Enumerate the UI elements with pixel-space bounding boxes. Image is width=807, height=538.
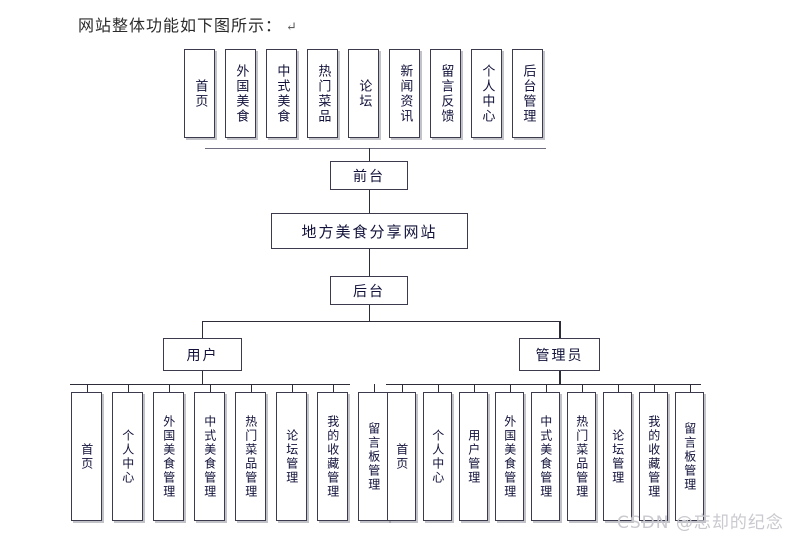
admin-item-connector-5 xyxy=(581,384,583,392)
admin-item-7[interactable]: 我的收藏管理 xyxy=(639,392,668,521)
connector-to-user xyxy=(202,321,203,338)
admin-item-connector-2 xyxy=(473,384,475,392)
frontend-item-8[interactable]: 后台管理 xyxy=(512,49,543,138)
frontend-item-6[interactable]: 留言反馈 xyxy=(430,49,461,138)
node-backend[interactable]: 后台 xyxy=(330,276,408,305)
node-user[interactable]: 用户 xyxy=(163,338,242,371)
frontend-item-2[interactable]: 中式美食 xyxy=(266,49,297,138)
admin-item-connector-3 xyxy=(509,384,511,392)
connector-root-to-backend xyxy=(369,249,370,276)
pilcrow-icon: ↵ xyxy=(286,20,298,35)
connector-backend-stem xyxy=(369,305,370,321)
admin-item-2[interactable]: 用户管理 xyxy=(459,392,488,521)
frontend-item-5[interactable]: 新闻资讯 xyxy=(389,49,420,138)
user-item-5[interactable]: 论坛管理 xyxy=(276,392,307,521)
csdn-watermark: CSDN @忘却的纪念 xyxy=(617,513,784,533)
admin-item-8[interactable]: 留言板管理 xyxy=(675,392,704,521)
user-item-connector-0 xyxy=(86,384,88,392)
user-bus-stem xyxy=(202,371,203,384)
frontend-item-0[interactable]: 首页 xyxy=(184,49,215,138)
user-item-connector-6 xyxy=(332,384,334,392)
user-item-1[interactable]: 个人中心 xyxy=(112,392,143,521)
frontend-item-3[interactable]: 热门菜品 xyxy=(307,49,338,138)
frontend-item-1[interactable]: 外国美食 xyxy=(225,49,256,138)
user-item-6[interactable]: 我的收藏管理 xyxy=(317,392,348,521)
admin-item-3[interactable]: 外国美食管理 xyxy=(495,392,524,521)
frontend-item-4[interactable]: 论坛 xyxy=(348,49,379,138)
admin-bus-stem xyxy=(559,371,561,384)
admin-item-0[interactable]: 首页 xyxy=(387,392,416,521)
admin-item-connector-8 xyxy=(689,384,691,392)
caption-text: 网站整体功能如下图所示： xyxy=(78,16,283,35)
frontend-bus-line xyxy=(205,148,546,149)
user-item-connector-4 xyxy=(250,384,252,392)
admin-item-1[interactable]: 个人中心 xyxy=(423,392,452,521)
connector-to-admin xyxy=(559,321,561,338)
user-item-3[interactable]: 中式美食管理 xyxy=(194,392,225,521)
admin-item-connector-7 xyxy=(653,384,655,392)
frontend-bus-to-qiantai xyxy=(369,148,370,162)
admin-item-connector-6 xyxy=(617,384,619,392)
user-item-connector-5 xyxy=(291,384,293,392)
user-item-connector-3 xyxy=(209,384,211,392)
page-title: 网站整体功能如下图所示：↵ xyxy=(78,12,298,36)
admin-item-6[interactable]: 论坛管理 xyxy=(603,392,632,521)
admin-item-connector-1 xyxy=(437,384,439,392)
user-item-connector-1 xyxy=(127,384,129,392)
user-item-4[interactable]: 热门菜品管理 xyxy=(235,392,266,521)
admin-item-5[interactable]: 热门菜品管理 xyxy=(567,392,596,521)
user-item-connector-7 xyxy=(373,384,375,392)
user-item-2[interactable]: 外国美食管理 xyxy=(153,392,184,521)
frontend-item-7[interactable]: 个人中心 xyxy=(471,49,502,138)
user-item-0[interactable]: 首页 xyxy=(71,392,102,521)
admin-item-connector-0 xyxy=(401,384,403,392)
node-root-site[interactable]: 地方美食分享网站 xyxy=(271,213,468,249)
admin-bus-line xyxy=(386,384,701,385)
node-admin[interactable]: 管理员 xyxy=(519,338,600,371)
node-frontend[interactable]: 前台 xyxy=(330,161,408,190)
admin-item-4[interactable]: 中式美食管理 xyxy=(531,392,560,521)
admin-item-connector-4 xyxy=(545,384,547,392)
user-item-connector-2 xyxy=(168,384,170,392)
user-item-7[interactable]: 留言板管理 xyxy=(358,392,389,521)
connector-backend-split xyxy=(202,321,559,322)
connector-frontend-to-root xyxy=(369,190,370,213)
